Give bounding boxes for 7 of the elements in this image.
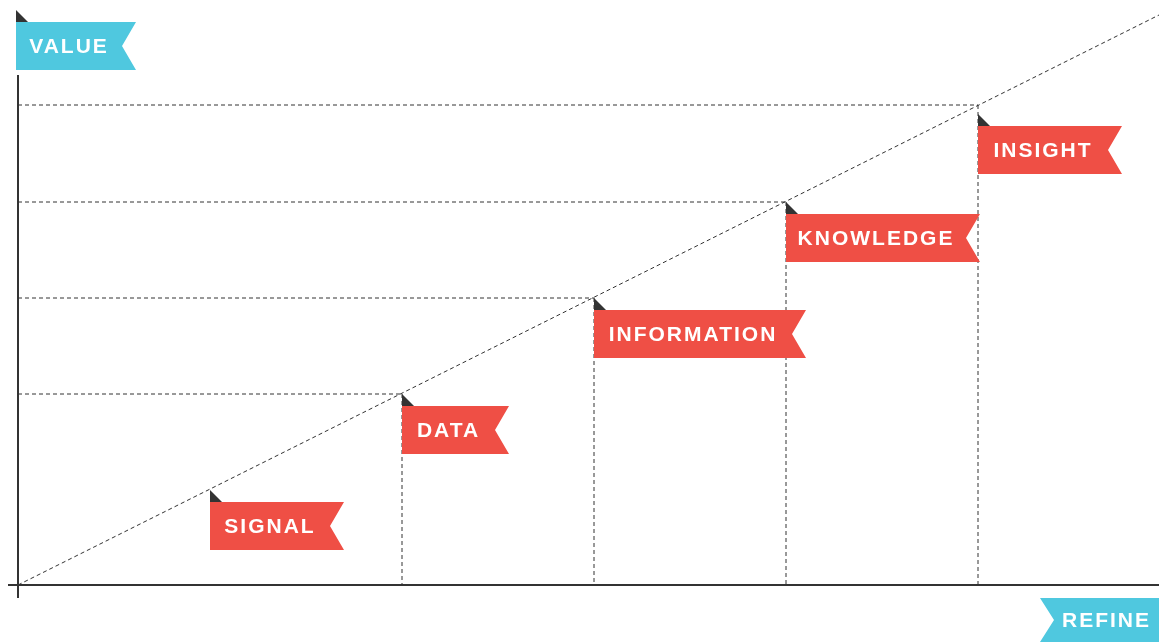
flag-banner: DATA	[402, 406, 509, 454]
flag-banner: SIGNAL	[210, 502, 344, 550]
flag-banner: VALUE	[16, 22, 136, 70]
flag-banner: REFINE	[1040, 598, 1159, 642]
flag-banner: INFORMATION	[594, 310, 806, 358]
flag-banner: KNOWLEDGE	[786, 214, 980, 262]
flag-banner: INSIGHT	[978, 126, 1122, 174]
